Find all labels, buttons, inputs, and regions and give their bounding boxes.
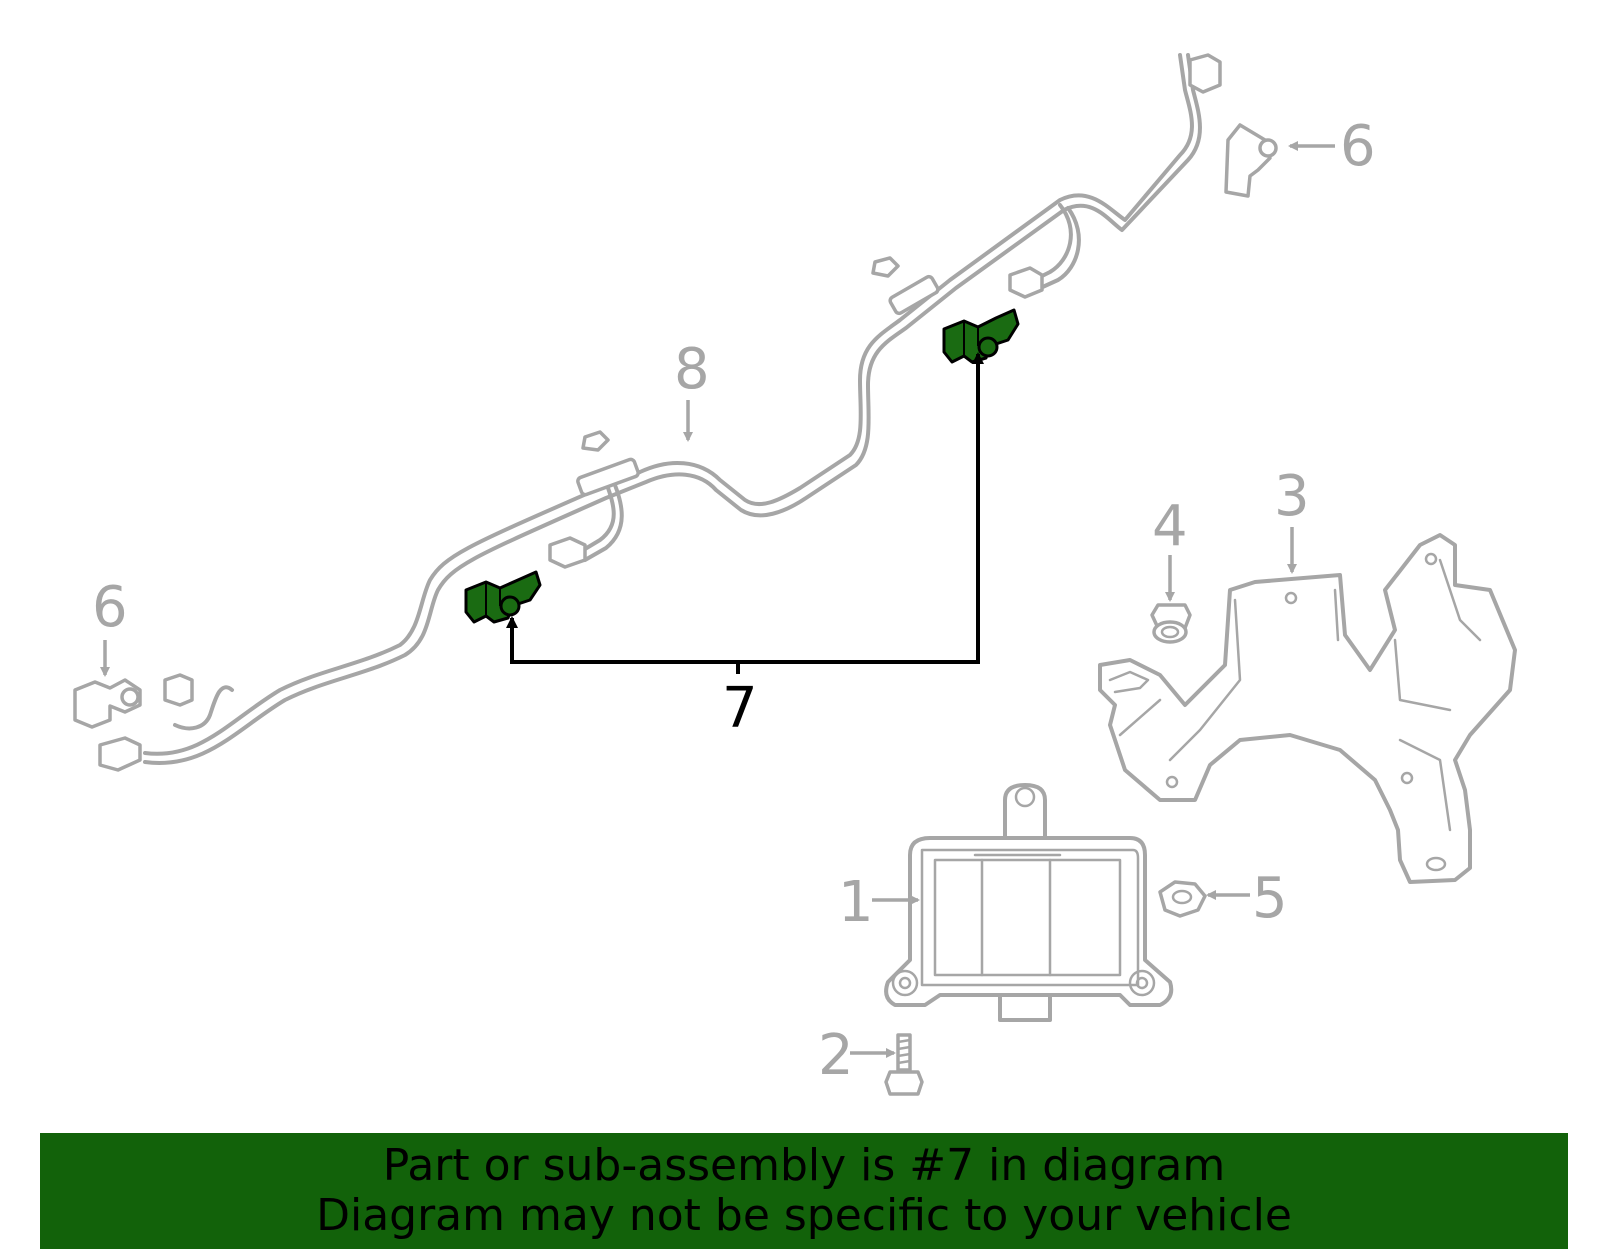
parking-sensor-right[interactable] [1224, 123, 1278, 198]
nut-5[interactable] [1158, 880, 1207, 918]
callout-labels: 1 2 3 4 5 6 6 7 8 [92, 114, 1376, 1088]
callout-4: 4 [1152, 494, 1188, 559]
wiring-harness[interactable] [98, 53, 1222, 772]
info-banner: Part or sub-assembly is #7 in diagram Di… [40, 1133, 1568, 1249]
part-7-sensor-right[interactable] [942, 308, 1020, 364]
nut-4[interactable] [1150, 603, 1192, 644]
part-7-sensor-left[interactable] [464, 570, 542, 624]
callout-7: 7 [722, 676, 758, 741]
banner-line-2: Diagram may not be specific to your vehi… [316, 1190, 1292, 1241]
parking-sensor-left[interactable] [73, 678, 142, 729]
leader-lines [100, 141, 1335, 1058]
callout-6-right: 6 [1340, 114, 1376, 179]
callout-8: 8 [674, 337, 710, 402]
callout-1: 1 [838, 870, 874, 935]
control-module[interactable] [884, 783, 1174, 1022]
callout-6-left: 6 [92, 575, 128, 640]
banner-line-1: Part or sub-assembly is #7 in diagram [382, 1140, 1226, 1191]
bracket[interactable] [1098, 533, 1517, 884]
callout-2: 2 [818, 1023, 854, 1088]
bolt-2[interactable] [884, 1033, 924, 1096]
callout-3: 3 [1274, 464, 1310, 529]
callout-5: 5 [1252, 866, 1288, 931]
